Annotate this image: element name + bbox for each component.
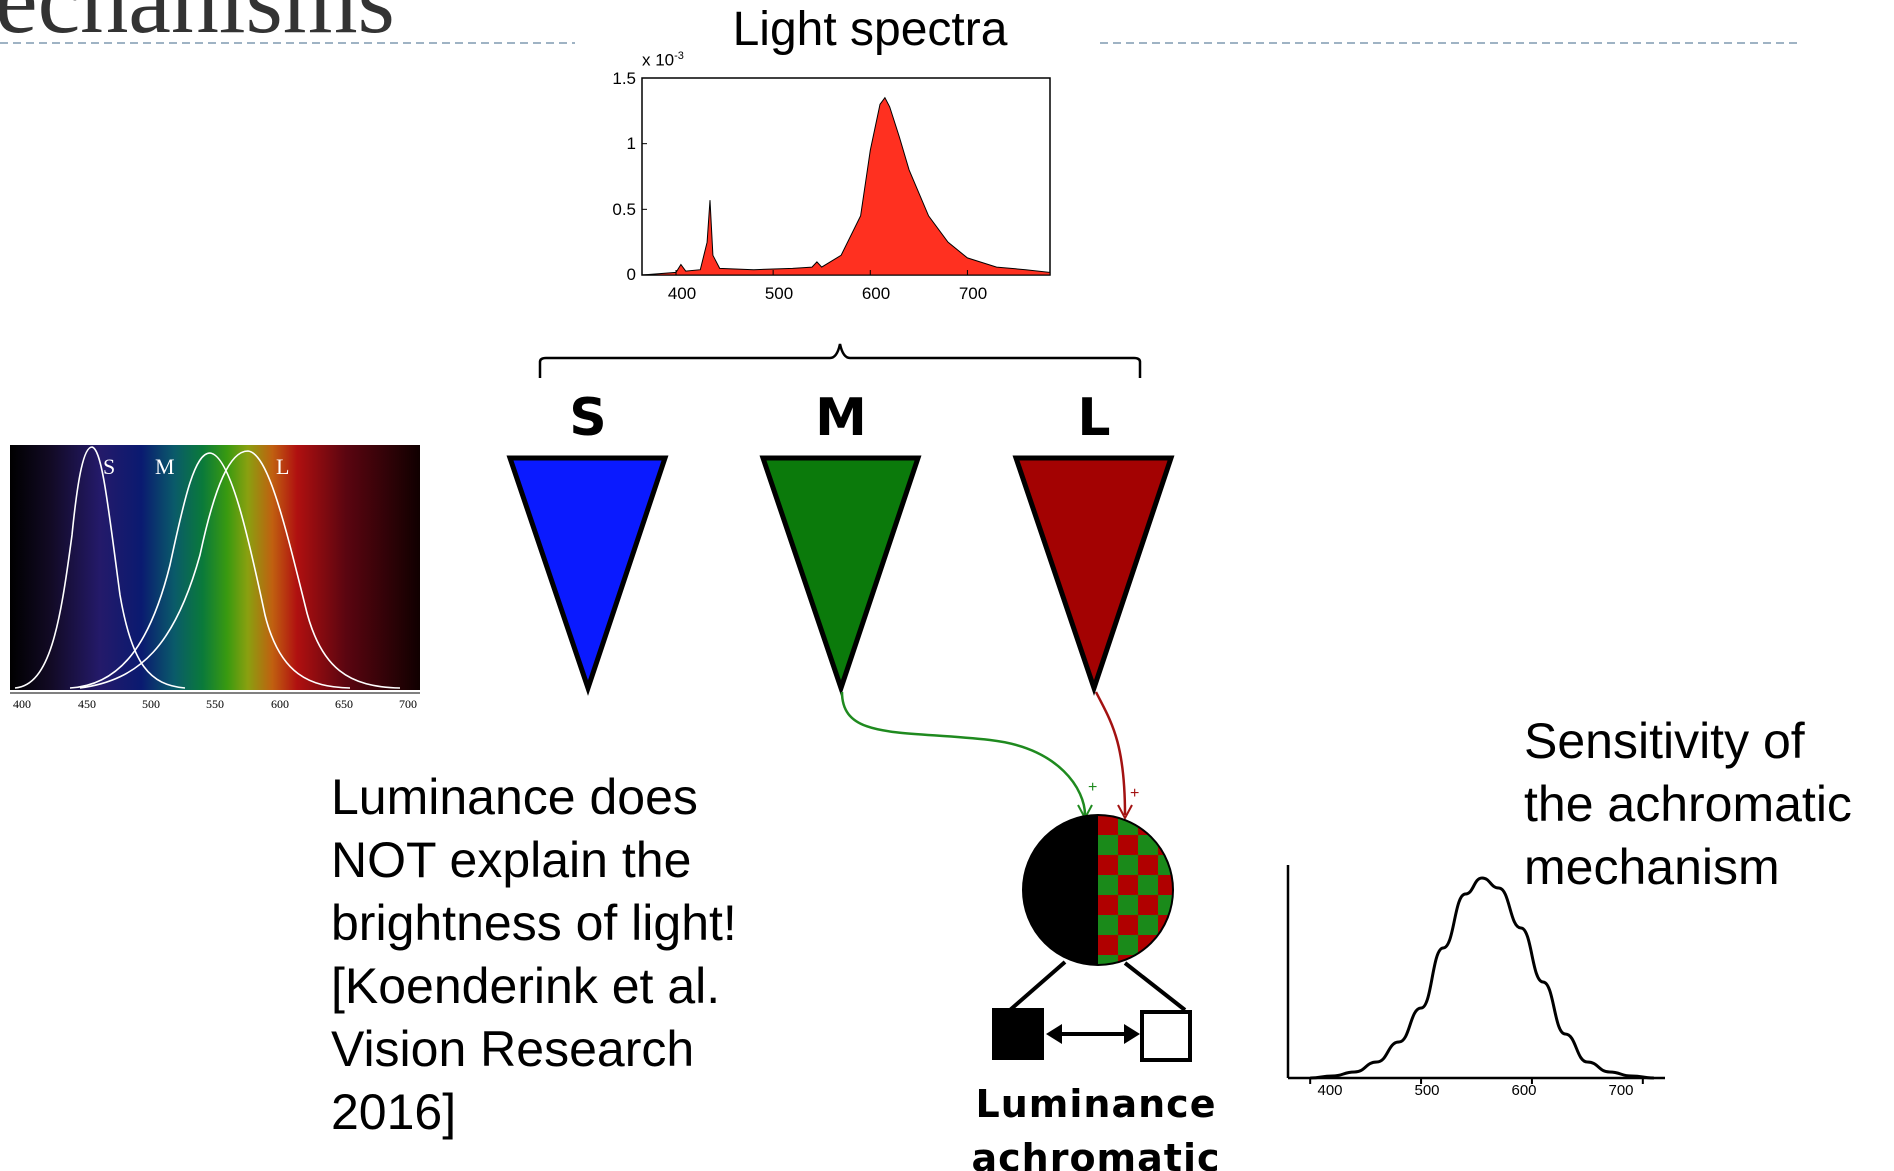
- m-cone-triangle: [759, 455, 922, 696]
- cone-sensitivity-chart: S M L: [10, 445, 420, 694]
- caption-line: Sensitivity of: [1524, 713, 1805, 769]
- mechanism-circle: [1023, 815, 1173, 965]
- achromatic-caption: Sensitivity of the achromatic mechanism: [1524, 710, 1894, 899]
- luminance-line: NOT explain the: [331, 832, 692, 888]
- white-square: [1140, 1010, 1192, 1062]
- header-rules: [0, 42, 1800, 44]
- l-cone-curve: [79, 450, 401, 689]
- cone-label-s: S: [569, 388, 607, 448]
- cone-sens-xtick: 450: [78, 697, 96, 711]
- cone-label-l: L: [1077, 388, 1111, 448]
- l-cone-connection: [1094, 691, 1127, 816]
- achromatic-xtick: 600: [1511, 1082, 1537, 1099]
- achromatic-xtick: 700: [1608, 1082, 1634, 1099]
- mechanism-right-stem: [1123, 961, 1187, 1012]
- luminance-line: Vision Research: [331, 1021, 695, 1077]
- luminance-line: [Koenderink et al.: [331, 958, 721, 1014]
- achromatic-sensitivity-chart: [1286, 865, 1665, 1084]
- light-spectra-ytick: 1: [626, 134, 636, 153]
- achromatic-curve: [1310, 876, 1654, 1080]
- black-square: [992, 1008, 1044, 1060]
- cone-sens-xtick: 700: [399, 697, 417, 711]
- cone-sens-xtick: 400: [13, 697, 31, 711]
- light-spectra-xtick: 400: [667, 284, 697, 303]
- mechanism-label-line2: achromatic: [971, 1136, 1221, 1171]
- mechanism-label-line1: Luminance: [975, 1082, 1217, 1126]
- luminance-line: 2016]: [331, 1084, 457, 1140]
- light-spectra-area: [641, 96, 1051, 276]
- s-cone-curve: [14, 446, 186, 689]
- cone-label-m: M: [815, 388, 867, 448]
- l-cone-triangle: [1012, 455, 1175, 696]
- m-curve-label: M: [155, 454, 175, 479]
- light-spectra-title: Light spectra: [732, 3, 1008, 56]
- m-cone-curve: [69, 452, 351, 689]
- double-arrow-left-head: [1046, 1024, 1062, 1044]
- cone-brace: [538, 343, 1142, 378]
- luminance-line: brightness of light!: [331, 895, 737, 951]
- s-curve-label: S: [103, 454, 115, 479]
- cone-sens-xtick: 650: [335, 697, 353, 711]
- light-spectra-xtick: 700: [958, 284, 988, 303]
- achromatic-xtick: 500: [1414, 1082, 1440, 1099]
- mechanism-diagram: + +: [840, 691, 1192, 1062]
- mechanism-left-stem: [1008, 960, 1067, 1012]
- l-curve-label: L: [276, 454, 289, 479]
- light-spectra-xtick: 600: [861, 284, 891, 303]
- double-arrow-right-head: [1124, 1024, 1140, 1044]
- l-cone-arrowhead: [1117, 804, 1133, 821]
- light-spectra-chart: [641, 77, 1051, 276]
- light-spectra-ytick: 0: [626, 265, 636, 284]
- luminance-line: Luminance does: [331, 769, 698, 825]
- light-spectra-xtick: 500: [764, 284, 794, 303]
- light-spectra-ytick: 1.5: [612, 69, 636, 88]
- cone-sens-xtick: 600: [271, 697, 289, 711]
- luminance-paragraph: Luminance does NOT explain the brightnes…: [331, 766, 851, 1144]
- achromatic-xtick: 400: [1317, 1082, 1343, 1099]
- cone-triangles: [506, 455, 1175, 696]
- slide-title-fragment: echanisms: [0, 0, 395, 48]
- caption-line: mechanism: [1524, 839, 1780, 895]
- m-plus-sign: +: [1088, 779, 1097, 796]
- cone-sens-xtick: 550: [206, 697, 224, 711]
- light-spectra-ytick: 0.5: [612, 200, 636, 219]
- cone-sens-xtick: 500: [142, 697, 160, 711]
- caption-line: the achromatic: [1524, 776, 1852, 832]
- l-plus-sign: +: [1130, 785, 1139, 802]
- m-cone-connection: [840, 691, 1087, 816]
- light-spectra-exponent: x 10-3: [642, 50, 684, 70]
- s-cone-triangle: [506, 455, 669, 696]
